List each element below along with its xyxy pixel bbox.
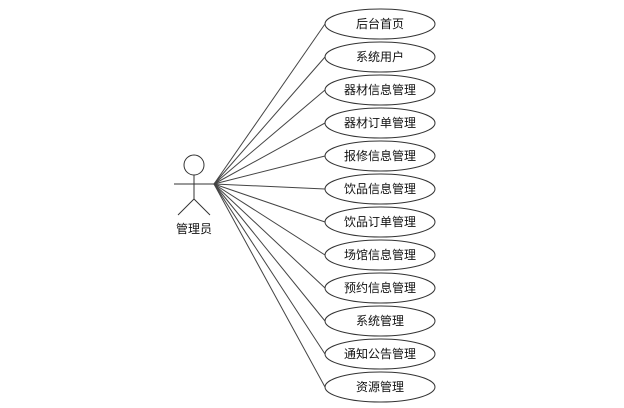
use-case-ellipse bbox=[324, 8, 436, 40]
use-case: 器材订单管理 bbox=[324, 107, 436, 139]
association-line bbox=[213, 183, 326, 190]
use-case: 系统用户 bbox=[324, 41, 436, 73]
association-line bbox=[213, 183, 326, 223]
use-case-label: 后台首页 bbox=[356, 16, 404, 31]
use-case-list: 后台首页系统用户器材信息管理器材订单管理报修信息管理饮品信息管理饮品订单管理场馆… bbox=[324, 8, 436, 403]
association-lines bbox=[213, 23, 326, 388]
use-case-label: 资源管理 bbox=[356, 379, 404, 394]
use-case: 预约信息管理 bbox=[324, 272, 436, 304]
use-case-label: 器材订单管理 bbox=[344, 115, 416, 130]
actor-head-icon bbox=[183, 154, 205, 176]
use-case-label: 系统管理 bbox=[356, 313, 404, 328]
use-case-ellipse bbox=[324, 173, 436, 205]
use-case-label: 器材信息管理 bbox=[344, 82, 416, 97]
association-line bbox=[213, 183, 326, 388]
association-line bbox=[213, 56, 326, 185]
use-case-ellipse bbox=[324, 206, 436, 238]
use-case-ellipse bbox=[324, 338, 436, 370]
use-case: 饮品订单管理 bbox=[324, 206, 436, 238]
use-case-label: 饮品订单管理 bbox=[344, 214, 416, 229]
use-case: 饮品信息管理 bbox=[324, 173, 436, 205]
association-line bbox=[213, 122, 326, 185]
association-line bbox=[213, 183, 326, 355]
association-line bbox=[213, 183, 326, 256]
use-case: 后台首页 bbox=[324, 8, 436, 40]
use-case: 报修信息管理 bbox=[324, 140, 436, 172]
association-line bbox=[213, 155, 326, 185]
association-line bbox=[213, 183, 326, 322]
use-case-label: 饮品信息管理 bbox=[344, 181, 416, 196]
use-case: 器材信息管理 bbox=[324, 74, 436, 106]
use-case-ellipse bbox=[324, 371, 436, 403]
association-line bbox=[213, 23, 326, 185]
use-case-ellipse bbox=[324, 74, 436, 106]
use-case-label: 场馆信息管理 bbox=[344, 247, 416, 262]
use-case-ellipse bbox=[324, 305, 436, 337]
use-case-ellipse bbox=[324, 41, 436, 73]
use-case-label: 报修信息管理 bbox=[344, 148, 416, 163]
actor-right-leg bbox=[193, 198, 211, 216]
association-line bbox=[213, 89, 326, 185]
actor-left-leg bbox=[177, 198, 195, 216]
use-case-ellipse bbox=[324, 239, 436, 271]
actor: 管理员 bbox=[174, 154, 214, 236]
use-case: 资源管理 bbox=[324, 371, 436, 403]
use-case-ellipse bbox=[324, 272, 436, 304]
association-line bbox=[213, 183, 326, 289]
use-case: 场馆信息管理 bbox=[324, 239, 436, 271]
use-case-ellipse bbox=[324, 107, 436, 139]
use-case-label: 通知公告管理 bbox=[344, 346, 416, 361]
actor-label: 管理员 bbox=[176, 221, 212, 236]
use-case-ellipse bbox=[324, 140, 436, 172]
use-case: 通知公告管理 bbox=[324, 338, 436, 370]
use-case-label: 预约信息管理 bbox=[344, 280, 416, 295]
use-case-label: 系统用户 bbox=[356, 49, 404, 64]
use-case: 系统管理 bbox=[324, 305, 436, 337]
